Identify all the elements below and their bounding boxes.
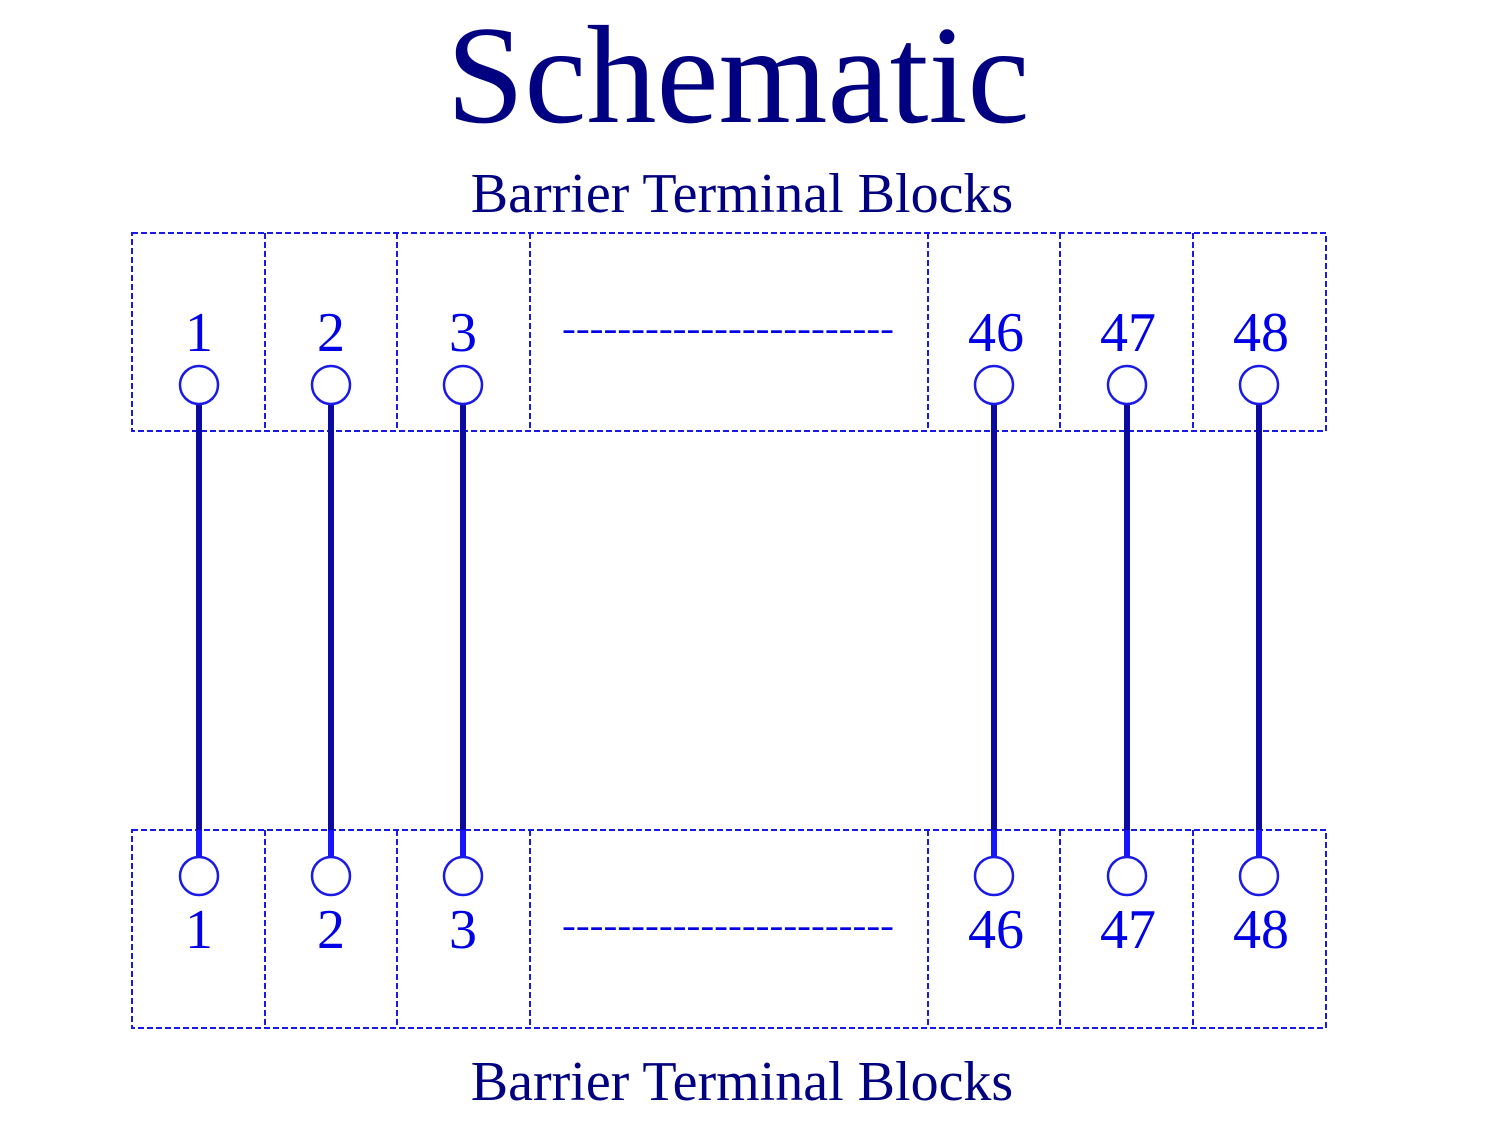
bottom-terminal-label-1: 1 bbox=[185, 899, 213, 961]
bottom-terminal-circle-47 bbox=[1106, 855, 1148, 897]
bottom-terminal-block: 1 2 3 ------------------------ 46 47 48 bbox=[131, 829, 1327, 1029]
bottom-terminal-circle-2 bbox=[310, 855, 352, 897]
top-terminal-circle-47 bbox=[1106, 364, 1148, 406]
top-terminal-block: 1 2 3 ------------------------ 46 47 48 bbox=[131, 232, 1327, 432]
top-terminal-circle-3 bbox=[442, 364, 484, 406]
bottom-ellipsis-dashes: ------------------------ bbox=[562, 905, 894, 945]
top-terminal-circle-2 bbox=[310, 364, 352, 406]
bottom-terminal-label-47: 47 bbox=[1100, 899, 1156, 961]
top-terminal-circle-1 bbox=[178, 364, 220, 406]
top-terminal-label-46: 46 bbox=[968, 302, 1024, 364]
top-ellipsis-dashes: ------------------------ bbox=[562, 308, 894, 348]
top-terminal-label-2: 2 bbox=[317, 302, 345, 364]
page-title: Schematic bbox=[446, 0, 1029, 153]
wires bbox=[196, 404, 1262, 858]
bottom-terminal-circle-48 bbox=[1238, 855, 1280, 897]
bottom-block-caption: Barrier Terminal Blocks bbox=[471, 1051, 1013, 1113]
top-terminal-circle-48 bbox=[1238, 364, 1280, 406]
bottom-terminal-circle-3 bbox=[442, 855, 484, 897]
top-terminal-label-3: 3 bbox=[449, 302, 477, 364]
bottom-terminal-label-2: 2 bbox=[317, 899, 345, 961]
top-terminal-label-47: 47 bbox=[1100, 302, 1156, 364]
top-terminal-label-1: 1 bbox=[185, 302, 213, 364]
bottom-terminal-label-46: 46 bbox=[968, 899, 1024, 961]
bottom-terminal-label-48: 48 bbox=[1233, 899, 1289, 961]
bottom-terminal-circles bbox=[178, 855, 1280, 897]
top-terminal-circles bbox=[178, 364, 1280, 406]
top-block-outline bbox=[131, 232, 1327, 432]
bottom-terminal-label-3: 3 bbox=[449, 899, 477, 961]
bottom-terminal-circle-1 bbox=[178, 855, 220, 897]
top-block-caption: Barrier Terminal Blocks bbox=[471, 163, 1013, 225]
top-terminal-circle-46 bbox=[973, 364, 1015, 406]
bottom-block-outline bbox=[131, 829, 1327, 1029]
bottom-terminal-circle-46 bbox=[973, 855, 1015, 897]
top-terminal-label-48: 48 bbox=[1233, 302, 1289, 364]
